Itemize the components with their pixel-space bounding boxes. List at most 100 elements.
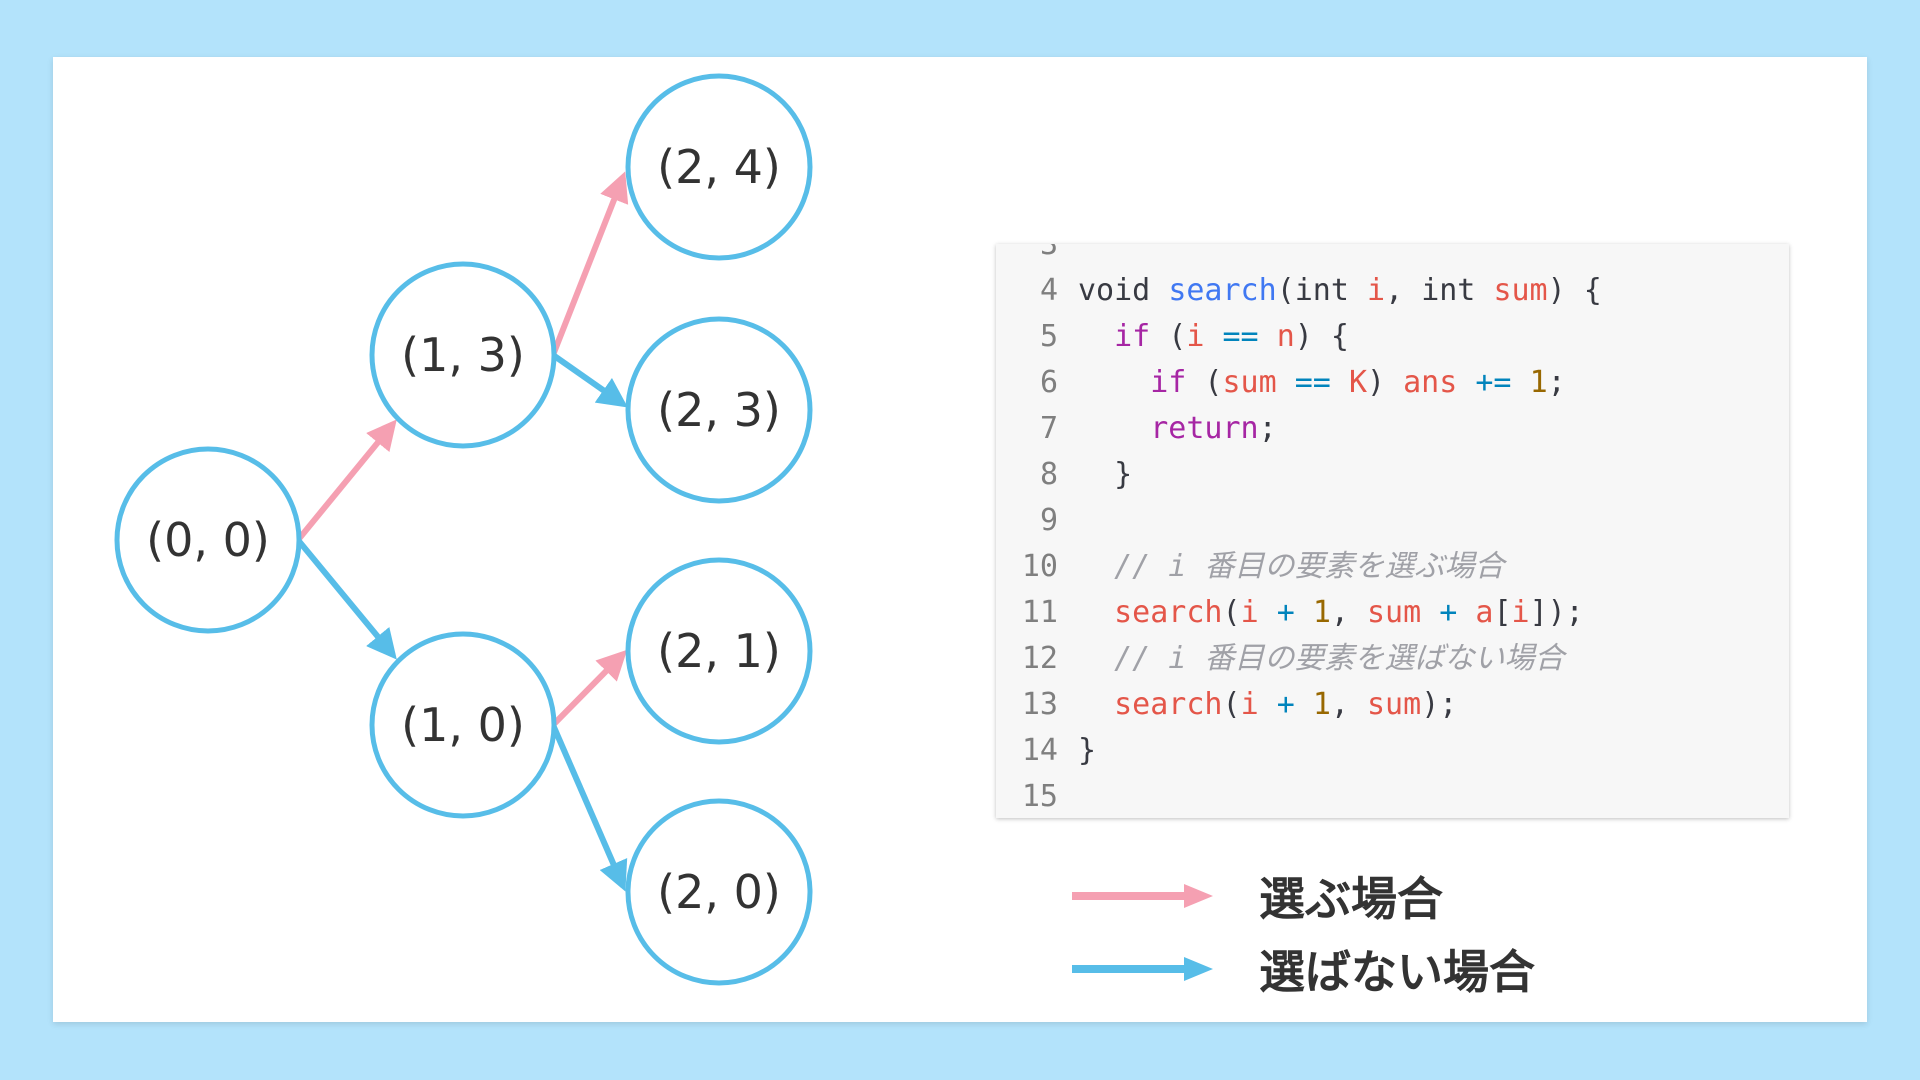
tree-node-2-0: (2, 0) <box>625 798 813 986</box>
edge-00-13-choose <box>295 419 397 542</box>
line-number: 4 <box>1039 273 1058 308</box>
code-token: ans <box>1403 365 1458 400</box>
code-token: search <box>1168 273 1277 308</box>
line-number: 12 <box>1021 641 1058 676</box>
line-number: 7 <box>1039 411 1058 446</box>
code-line: 7 return; <box>996 406 1789 452</box>
tree-node-1-0: (1, 0) <box>369 631 557 819</box>
code-token: i <box>1367 273 1386 308</box>
code-token: += <box>1475 365 1512 400</box>
code-line: 15 <box>996 774 1789 818</box>
code-token: void <box>1078 273 1151 308</box>
edge-13-24-choose <box>550 171 629 357</box>
code-token: n <box>1276 319 1295 354</box>
code-token: if <box>1114 319 1151 354</box>
code-token <box>1512 365 1530 400</box>
code-line: 5 if (i == n) { <box>996 314 1789 360</box>
code-token <box>1457 365 1475 400</box>
code-token: ; <box>1547 365 1566 400</box>
code-token <box>1349 273 1367 308</box>
line-number: 9 <box>1039 503 1058 538</box>
code-line: 12 // i 番目の要素を選ばない場合 <box>996 636 1789 682</box>
code-token: ) { <box>1547 273 1602 308</box>
legend-skip: 選ばない場合 <box>1070 936 1535 1002</box>
code-token: K <box>1348 365 1367 400</box>
node-label: (1, 0) <box>401 698 525 752</box>
node-label: (2, 4) <box>657 140 781 194</box>
code-token <box>1078 595 1114 630</box>
code-token: // i 番目の要素を選ばない場合 <box>1114 641 1565 676</box>
code-token <box>1259 687 1277 722</box>
node-label: (2, 1) <box>657 624 781 678</box>
tree-node-2-1: (2, 1) <box>625 557 813 745</box>
legend-choose: 選ぶ場合 <box>1070 863 1443 929</box>
code-line: 3 <box>996 244 1789 268</box>
code-token: == <box>1222 319 1259 354</box>
code-token: 1 <box>1312 595 1331 630</box>
code-token: i <box>1240 595 1259 630</box>
code-token: ( <box>1150 319 1187 354</box>
code-token <box>1421 595 1439 630</box>
code-token <box>1259 595 1277 630</box>
code-token: i <box>1240 687 1259 722</box>
code-token: int <box>1294 273 1349 308</box>
code-line: 13 search(i + 1, sum); <box>996 682 1789 728</box>
slide: (0, 0) (1, 3) (1, 0) (2, 4) (2, 3) (2, 1… <box>53 57 1867 1022</box>
node-label: (1, 3) <box>401 328 525 382</box>
node-label: (2, 0) <box>657 865 781 919</box>
tree-node-2-4: (2, 4) <box>625 73 813 261</box>
line-number: 5 <box>1039 319 1058 354</box>
code-token <box>1078 365 1150 400</box>
code-token: 1 <box>1312 687 1331 722</box>
code-token: a <box>1475 595 1494 630</box>
code-line: 14} <box>996 728 1789 774</box>
legend-skip-label: 選ばない場合 <box>1259 945 1535 999</box>
code-token <box>1277 365 1295 400</box>
legend-choose-label: 選ぶ場合 <box>1259 872 1443 926</box>
code-token <box>1078 549 1114 584</box>
code-token: i <box>1186 319 1205 354</box>
code-token: } <box>1078 457 1133 492</box>
code-token: ( <box>1276 273 1295 308</box>
code-token: sum <box>1367 687 1422 722</box>
code-line: 6 if (sum == K) ans += 1; <box>996 360 1789 406</box>
code-token <box>1078 641 1114 676</box>
node-label: (0, 0) <box>146 513 270 567</box>
line-number: 13 <box>1021 687 1058 722</box>
code-token: ( <box>1186 365 1223 400</box>
code-token: i <box>1511 595 1530 630</box>
code-token: if <box>1150 365 1187 400</box>
code-token <box>1295 595 1313 630</box>
code-token <box>1475 273 1493 308</box>
line-number: 8 <box>1039 457 1058 492</box>
code-token <box>1457 595 1475 630</box>
code-token: return <box>1150 411 1259 446</box>
code-token <box>1078 687 1114 722</box>
code-token: + <box>1276 595 1295 630</box>
code-token: , <box>1330 595 1367 630</box>
code-token: ) <box>1367 365 1404 400</box>
line-number: 10 <box>1021 549 1058 584</box>
code-token: // i 番目の要素を選ぶ場合 <box>1114 549 1505 584</box>
code-token <box>1204 319 1222 354</box>
code-token: ) { <box>1294 319 1349 354</box>
code-token: ; <box>1258 411 1277 446</box>
code-token <box>1295 687 1313 722</box>
code-token: , <box>1330 687 1367 722</box>
edge-00-10-skip <box>295 538 397 660</box>
code-token: , <box>1385 273 1422 308</box>
code-token: + <box>1439 595 1458 630</box>
code-token: == <box>1294 365 1331 400</box>
code-line: 9 <box>996 498 1789 544</box>
code-token: sum <box>1367 595 1422 630</box>
line-number: 11 <box>1021 595 1058 630</box>
node-label: (2, 3) <box>657 383 781 437</box>
edge-10-20-skip <box>550 723 628 892</box>
code-token: [ <box>1493 595 1512 630</box>
blue-arrow-icon <box>1072 957 1213 981</box>
code-token: } <box>1078 733 1097 768</box>
line-number: 6 <box>1039 365 1058 400</box>
